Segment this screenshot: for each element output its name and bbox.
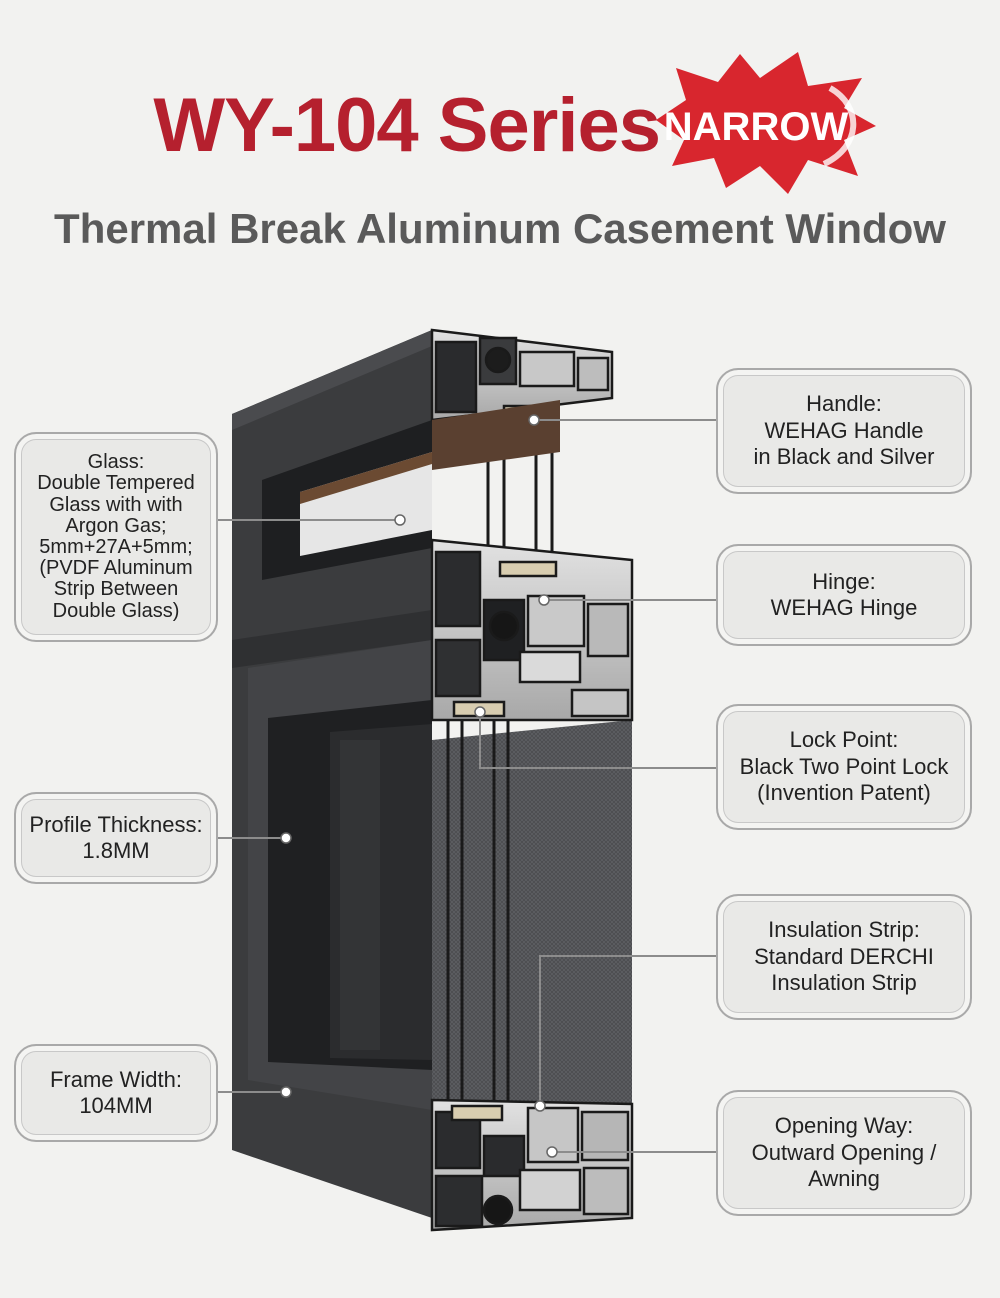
middle-profile-section bbox=[430, 538, 634, 722]
callout-glass-line: Glass: bbox=[87, 451, 145, 474]
callout-profile-line: 1.8MM bbox=[82, 838, 150, 863]
callout-insulation-line: Standard DERCHI bbox=[754, 943, 934, 969]
frame-face bbox=[232, 330, 432, 1218]
callout-lock-line: Black Two Point Lock bbox=[739, 753, 949, 779]
badge-label: NARROW bbox=[664, 105, 849, 149]
callout-handle-line: WEHAG Handle bbox=[764, 417, 924, 443]
callout-profile-thickness: Profile Thickness: 1.8MM bbox=[14, 792, 218, 884]
swoosh-shape bbox=[822, 85, 857, 167]
leader-lines bbox=[216, 419, 718, 1153]
callout-opening-way: Opening Way: Outward Opening / Awning bbox=[716, 1090, 972, 1216]
callout-handle: Handle: WEHAG Handle in Black and Silver bbox=[716, 368, 972, 494]
leader-dots bbox=[280, 414, 558, 1158]
callout-lock-line: Lock Point: bbox=[789, 727, 899, 753]
callout-glass-line: Double Glass) bbox=[52, 599, 180, 622]
callout-profile-line: Profile Thickness: bbox=[29, 811, 203, 837]
callout-lock-line: (Invention Patent) bbox=[757, 780, 931, 806]
callout-insulation-line: Insulation Strip bbox=[771, 970, 917, 996]
starburst-shape bbox=[656, 52, 876, 194]
callout-glass: Glass: Double Tempered Glass with with A… bbox=[14, 432, 218, 642]
callout-insulation-line: Insulation Strip: bbox=[768, 917, 920, 943]
callout-hinge-line: WEHAG Hinge bbox=[770, 595, 918, 620]
callout-hinge-line: Hinge: bbox=[812, 568, 876, 594]
fly-screen-mesh bbox=[432, 720, 632, 1112]
callout-frame-width: Frame Width: 104MM bbox=[14, 1044, 218, 1142]
callout-glass-line: Glass with with bbox=[49, 493, 183, 516]
page-subtitle: Thermal Break Aluminum Casement Window bbox=[54, 205, 946, 252]
callout-glass-line: 5mm+27A+5mm; bbox=[39, 536, 193, 558]
narrow-badge: NARROW bbox=[656, 52, 876, 194]
callout-opening-line: Awning bbox=[808, 1166, 880, 1192]
callout-glass-line: (PVDF Aluminum bbox=[39, 557, 193, 580]
callout-handle-line: Handle: bbox=[806, 391, 882, 417]
callout-frame-line: Frame Width: bbox=[49, 1066, 183, 1092]
top-profile-section bbox=[430, 328, 614, 470]
bottom-profile-section bbox=[430, 1098, 634, 1232]
callout-hinge: Hinge: WEHAG Hinge bbox=[716, 544, 972, 646]
callout-glass-line: Argon Gas; bbox=[65, 514, 167, 537]
callout-lock-point: Lock Point: Black Two Point Lock (Invent… bbox=[716, 704, 972, 830]
callout-opening-line: Outward Opening / bbox=[751, 1139, 937, 1165]
callout-opening-line: Opening Way: bbox=[774, 1113, 914, 1139]
page-title: WY-104 Series bbox=[153, 83, 661, 168]
callout-glass-line: Double Tempered bbox=[37, 472, 195, 495]
callout-glass-line: Strip Between bbox=[53, 578, 179, 601]
callout-insulation-strip: Insulation Strip: Standard DERCHI Insula… bbox=[716, 894, 972, 1020]
callout-handle-line: in Black and Silver bbox=[753, 444, 935, 470]
callout-frame-line: 104MM bbox=[79, 1093, 153, 1118]
